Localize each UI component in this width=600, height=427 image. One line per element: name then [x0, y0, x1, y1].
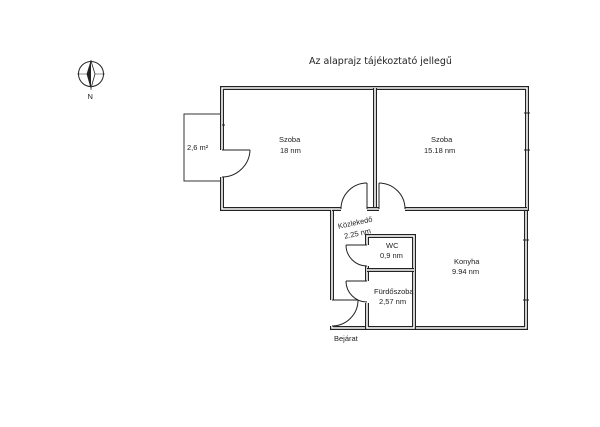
- door-openings: [219, 150, 405, 326]
- doors: [221, 149, 406, 327]
- compass-north-label: N: [88, 92, 93, 101]
- room-name-konyha: Konyha: [454, 257, 480, 266]
- entrance-label: Bejárat: [334, 334, 359, 343]
- room-name-szoba-2: Szoba: [431, 135, 453, 144]
- room-area-konyha: 9.94 nm: [452, 267, 479, 276]
- windows: [222, 112, 530, 301]
- room-area-szoba-2: 15.18 nm: [424, 146, 455, 155]
- plan-title: Az alaprajz tájékoztató jellegű: [309, 56, 452, 67]
- room-name-szoba-1: Szoba: [279, 135, 301, 144]
- room-name-wc: WC: [386, 241, 399, 250]
- room-area-wc: 0,9 nm: [380, 251, 403, 260]
- balcony-area: 2,6 m²: [187, 143, 209, 152]
- room-area-szoba-1: 18 nm: [280, 146, 301, 155]
- room-area-furdoszoba: 2,57 nm: [379, 297, 406, 306]
- compass-icon: [77, 59, 105, 90]
- room-name-furdoszoba: Fürdőszoba: [374, 287, 414, 296]
